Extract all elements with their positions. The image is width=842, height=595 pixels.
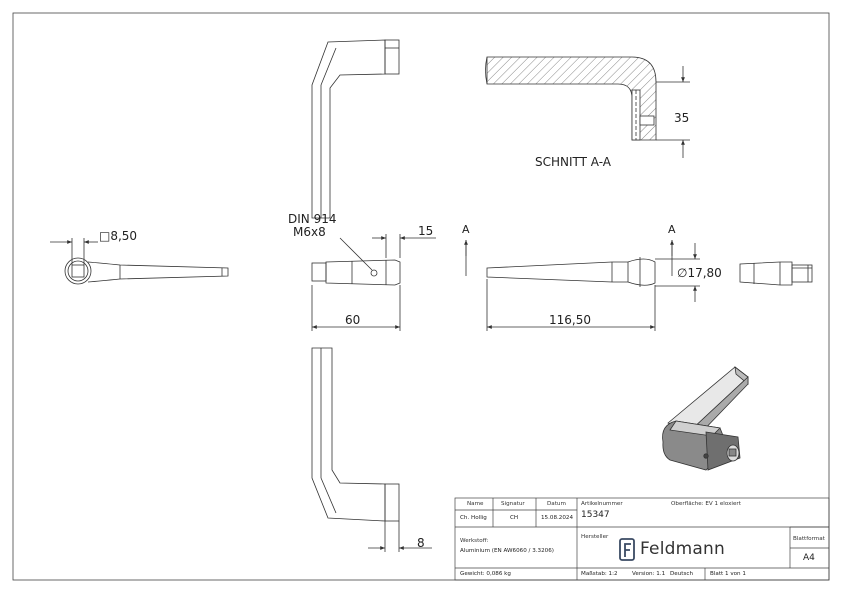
tb-blatt: Blatt 1 von 1 [710,571,746,577]
tb-hersteller-label: Hersteller [581,534,609,540]
tb-artikel-value: 15347 [581,510,610,520]
din-914-label: DIN 914 [288,212,337,226]
dim-60: 60 [345,313,361,327]
feldmann-logo-icon [619,538,635,561]
tb-datum-header: Datum [547,501,566,507]
dim-diameter-17-80: ∅17,80 [677,266,722,280]
side-view [311,234,436,331]
isometric-render [662,366,749,471]
tb-blattformat-label: Blattformat [793,536,825,542]
dim-15: 15 [418,224,434,238]
tb-artikel-label: Artikelnummer [581,501,623,507]
section-title: SCHNITT A-A [535,155,612,169]
dim-8: 8 [417,536,425,550]
tb-oberflaeche: Oberfläche: EV 1 eloxiert [671,501,741,507]
bottom-view [311,347,432,552]
tb-blattformat-value: A4 [803,553,815,563]
top-view [311,39,400,219]
section-aa [485,56,690,158]
tb-massstab: Maßstab: 1:2 [581,571,618,577]
tb-signatur-header: Signatur [501,501,525,507]
tb-brand-name: Feldmann [640,539,725,559]
dim-35: 35 [674,111,690,125]
tb-werkstoff-label: Werkstoff: [460,538,489,544]
sheet-border [12,12,830,581]
tb-version: Version: 1.1 [632,571,666,577]
section-marker-right: A [668,223,676,236]
tb-datum-value: 15.08.2024 [541,515,574,521]
tb-werkstoff-value: Aluminium (EN AW6060 / 3.3206) [460,548,554,554]
tb-name-header: Name [467,501,484,507]
tb-gewicht: Gewicht: 0,086 kg [460,571,511,577]
tb-name-value: Ch. Hollig [460,515,487,521]
section-marker-left: A [462,223,470,236]
tb-signatur-value: CH [510,515,519,521]
end-view [739,261,813,286]
right-view [464,240,700,331]
left-view [50,238,229,285]
tb-sprache: Deutsch [670,571,694,577]
title-block [454,497,830,581]
m6x8-label: M6x8 [293,225,326,239]
dim-square-8-50: □8,50 [99,229,138,243]
dim-116-50: 116,50 [549,313,591,327]
